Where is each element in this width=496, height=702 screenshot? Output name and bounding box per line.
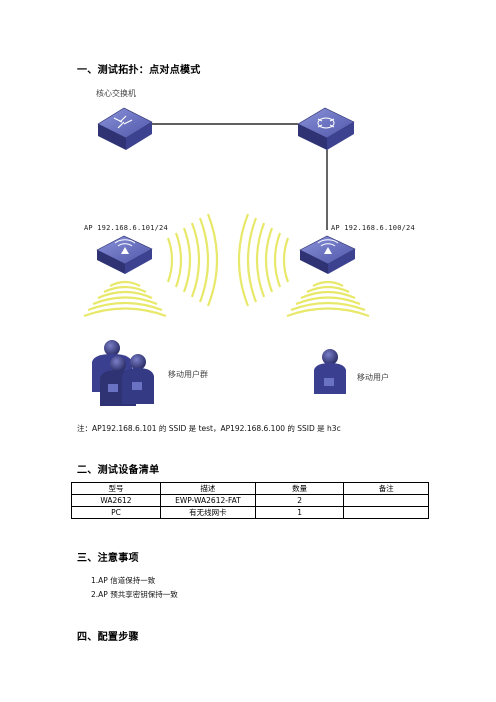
- table-cell: WA2612: [71, 494, 161, 507]
- core-switch-icon: [97, 107, 153, 150]
- user-group-label: 移动用户群: [168, 370, 208, 379]
- ap-left-label: AP 192.168.6.101/24: [84, 224, 168, 232]
- table-cell: 2: [254, 494, 345, 507]
- device-list-table: 型号 描述 数量 备注 WA2612 EWP-WA2612-FAT 2 PC 有…: [71, 482, 429, 519]
- table-cell: [343, 494, 429, 507]
- mobile-user-group-icon: [92, 340, 154, 406]
- ssid-note: 注：AP192.168.6.101 的 SSID 是 test，AP192.16…: [77, 424, 341, 433]
- section3-title: 三、注意事项: [77, 553, 139, 564]
- table-cell: 1: [254, 506, 345, 519]
- wireless-wave-left-ap: [166, 213, 219, 307]
- ap-right-label: AP 192.168.6.100/24: [331, 224, 415, 232]
- table-header-cell: 备注: [343, 482, 429, 495]
- section2-title: 二、测试设备清单: [77, 465, 160, 476]
- mobile-user-icon: [314, 349, 346, 394]
- ap-left-icon: [96, 235, 153, 274]
- table-cell: PC: [71, 506, 161, 519]
- table-row: PC 有无线网卡 1: [71, 506, 429, 519]
- table-row: WA2612 EWP-WA2612-FAT 2: [71, 494, 429, 507]
- table-header-cell: 数量: [254, 482, 345, 495]
- section4-title: 四、配置步骤: [77, 632, 139, 643]
- notice-item-2: 2.AP 预共享密钥保持一致: [91, 590, 178, 599]
- wireless-wave-right-ap: [237, 213, 290, 307]
- table-header-row: 型号 描述 数量 备注: [71, 482, 429, 495]
- topology-diagram: [83, 107, 370, 406]
- table-header-cell: 描述: [159, 482, 256, 495]
- ap-right-icon: [299, 235, 356, 274]
- table-cell: EWP-WA2612-FAT: [159, 494, 256, 507]
- router-switch-icon: [297, 107, 355, 150]
- notice-item-1: 1.AP 信道保持一致: [91, 576, 156, 585]
- wireless-wave-right-down: [286, 280, 370, 318]
- section1-title: 一、测试拓扑：点对点模式: [77, 65, 201, 76]
- core-switch-label: 核心交换机: [96, 89, 136, 98]
- table-cell: 有无线网卡: [159, 506, 256, 519]
- table-header-cell: 型号: [71, 482, 161, 495]
- wireless-wave-left-down: [83, 280, 167, 318]
- table-cell: [343, 506, 429, 519]
- user-label: 移动用户: [357, 373, 389, 382]
